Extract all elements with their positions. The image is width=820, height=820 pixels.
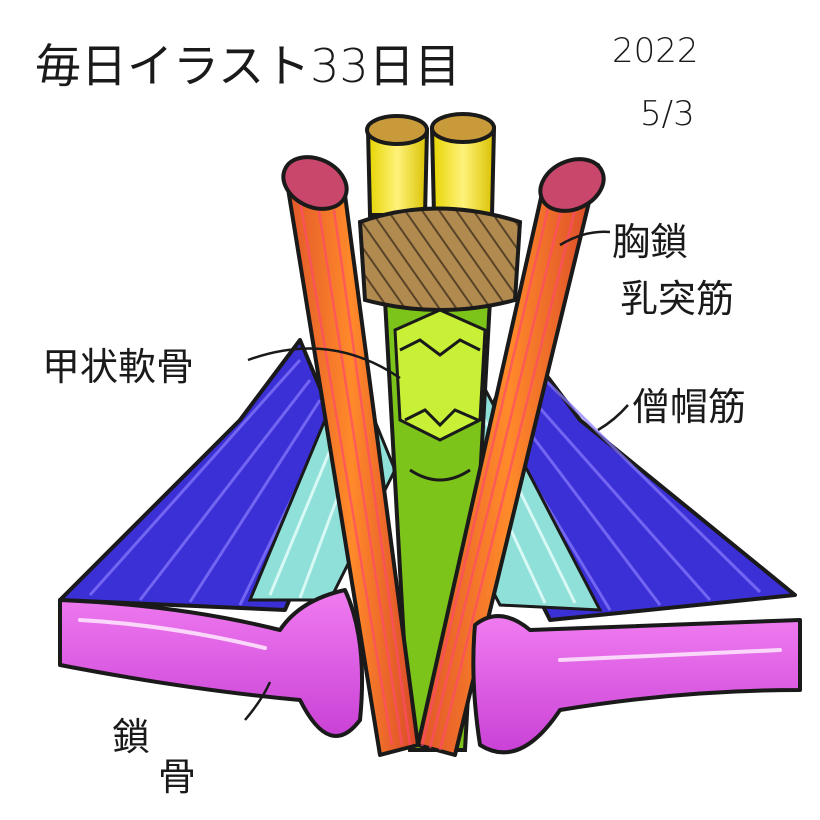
leader-clavicle — [244, 681, 272, 721]
leader-trapezius — [597, 404, 629, 432]
label-trapezius: 僧帽筋 — [632, 385, 746, 429]
label-clavicle-line1: 鎖 — [112, 715, 150, 759]
leader-thyroid — [247, 347, 401, 380]
label-scm-line2: 乳突筋 — [620, 277, 734, 321]
clavicle-left — [58, 588, 365, 738]
date-year: 2022 — [612, 31, 699, 71]
thyroid-cartilage — [393, 308, 487, 482]
label-thyroid-cartilage: 甲状軟骨 — [42, 345, 194, 389]
date-month-day: 5/3 — [640, 94, 695, 134]
sternocleidomastoid-right — [416, 157, 606, 757]
label-clavicle-line2: 骨 — [158, 755, 196, 799]
label-scm-line1: 胸鎖 — [612, 220, 688, 264]
page-title: 毎日イラスト33日目 — [35, 39, 461, 93]
leader-scm — [559, 230, 611, 247]
esophagus-tubes — [365, 112, 497, 217]
clavicle-right — [471, 614, 802, 755]
hyoid-region — [357, 206, 523, 312]
